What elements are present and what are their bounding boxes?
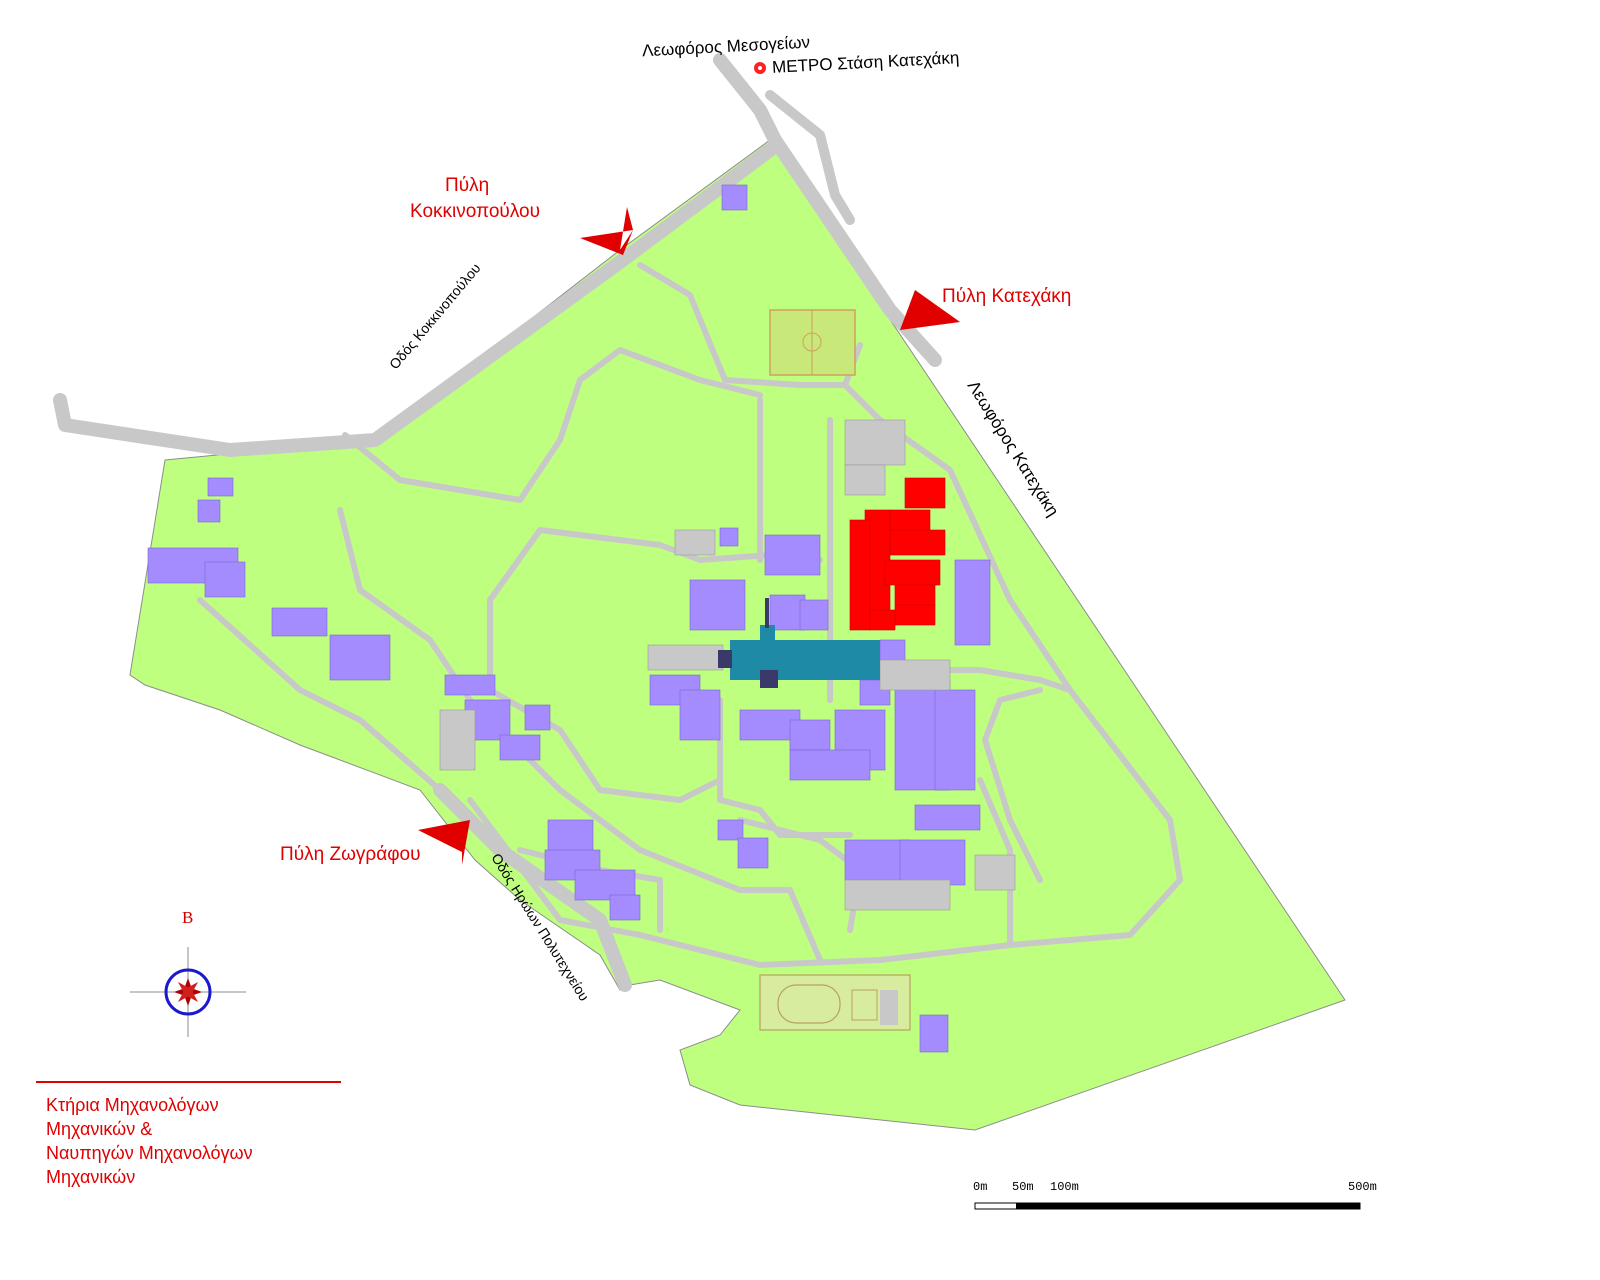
legend-line-4: Μηχανικών	[46, 1167, 136, 1187]
scale-label-500: 500m	[1348, 1180, 1377, 1194]
compass-north-label: Β	[182, 908, 194, 927]
road-mesogeion-ramp	[765, 90, 855, 225]
mechanical-engineering-building	[904, 477, 946, 509]
gate-label-zografou: Πύλη Ζωγράφου	[280, 844, 421, 865]
legend: Κτήρια Μηχανολόγων Μηχανικών & Ναυπηγών …	[46, 1093, 346, 1189]
inner-east-loop	[982, 687, 1043, 883]
road-kokkinopoulou	[53, 143, 777, 457]
road-mesogeion	[713, 53, 782, 147]
legend-line-2: Μηχανικών &	[46, 1119, 153, 1139]
east-south	[977, 777, 1013, 948]
building	[737, 837, 769, 869]
gate-label-kokkinopoulou-2: Κοκκινοπούλου	[410, 201, 540, 222]
building	[954, 559, 991, 646]
scale-label-100: 100m	[1050, 1180, 1079, 1194]
building	[444, 674, 496, 696]
gate-katehaki-arrow	[900, 290, 960, 330]
metro-name: ΜΕΤΡΟ	[771, 54, 833, 77]
building	[721, 184, 748, 211]
west-edge-road	[197, 597, 443, 793]
building	[899, 839, 966, 886]
utility-buildings	[439, 419, 1016, 911]
mechanical-engineering-building	[889, 529, 946, 556]
sports-complex	[759, 974, 911, 1031]
building	[499, 734, 541, 761]
building	[207, 477, 234, 497]
gate-kokkinopoulou-line1: Πύλη	[445, 175, 490, 196]
scale-label-50: 50m	[1012, 1180, 1034, 1194]
west-arc	[342, 347, 763, 503]
scale-bar	[974, 1202, 1361, 1210]
building	[914, 804, 981, 831]
compass-rose	[130, 947, 246, 1037]
metro-marker	[754, 62, 766, 74]
building	[329, 634, 391, 681]
mechanical-engineering-building	[894, 604, 936, 626]
gate-arrows	[418, 207, 960, 865]
gate-kokkinopoulou-arrow	[580, 207, 633, 255]
building	[764, 534, 821, 576]
building	[789, 749, 871, 781]
football-field	[769, 309, 856, 376]
building	[689, 579, 746, 631]
building	[547, 819, 594, 856]
building	[679, 689, 721, 741]
mechanical-engineering-building	[869, 609, 896, 631]
building	[769, 594, 806, 631]
building	[271, 607, 328, 637]
gate-label-kokkinopoulou: Πύλη	[445, 176, 489, 201]
legend-divider	[36, 1081, 341, 1083]
building	[609, 894, 641, 921]
legend-line-1: Κτήρια Μηχανολόγων	[46, 1095, 219, 1115]
building	[799, 599, 829, 631]
gate-zografou-arrow	[418, 820, 470, 865]
west-diagonal	[337, 507, 823, 963]
building	[934, 689, 976, 791]
building	[844, 839, 911, 881]
building	[204, 561, 246, 598]
mechanical-engineering-building	[894, 584, 936, 606]
building	[197, 499, 221, 523]
building	[524, 704, 551, 731]
inner-loop-1	[487, 527, 723, 803]
mechanical-engineering-building	[884, 559, 941, 586]
building	[719, 527, 739, 547]
building	[919, 1014, 949, 1053]
highlighted-buildings	[849, 477, 946, 631]
mechanical-engineering-building	[849, 519, 871, 631]
road-katehaki	[768, 133, 942, 367]
legend-line-3: Ναυπηγών Μηχανολόγων	[46, 1143, 253, 1163]
scale-label-0: 0m	[973, 1180, 988, 1194]
central-complex	[718, 598, 880, 688]
building	[789, 719, 831, 751]
building	[717, 819, 744, 841]
north-loop	[637, 262, 848, 388]
gate-label-katehaki: Πύλη Κατεχάκη	[942, 286, 1072, 307]
